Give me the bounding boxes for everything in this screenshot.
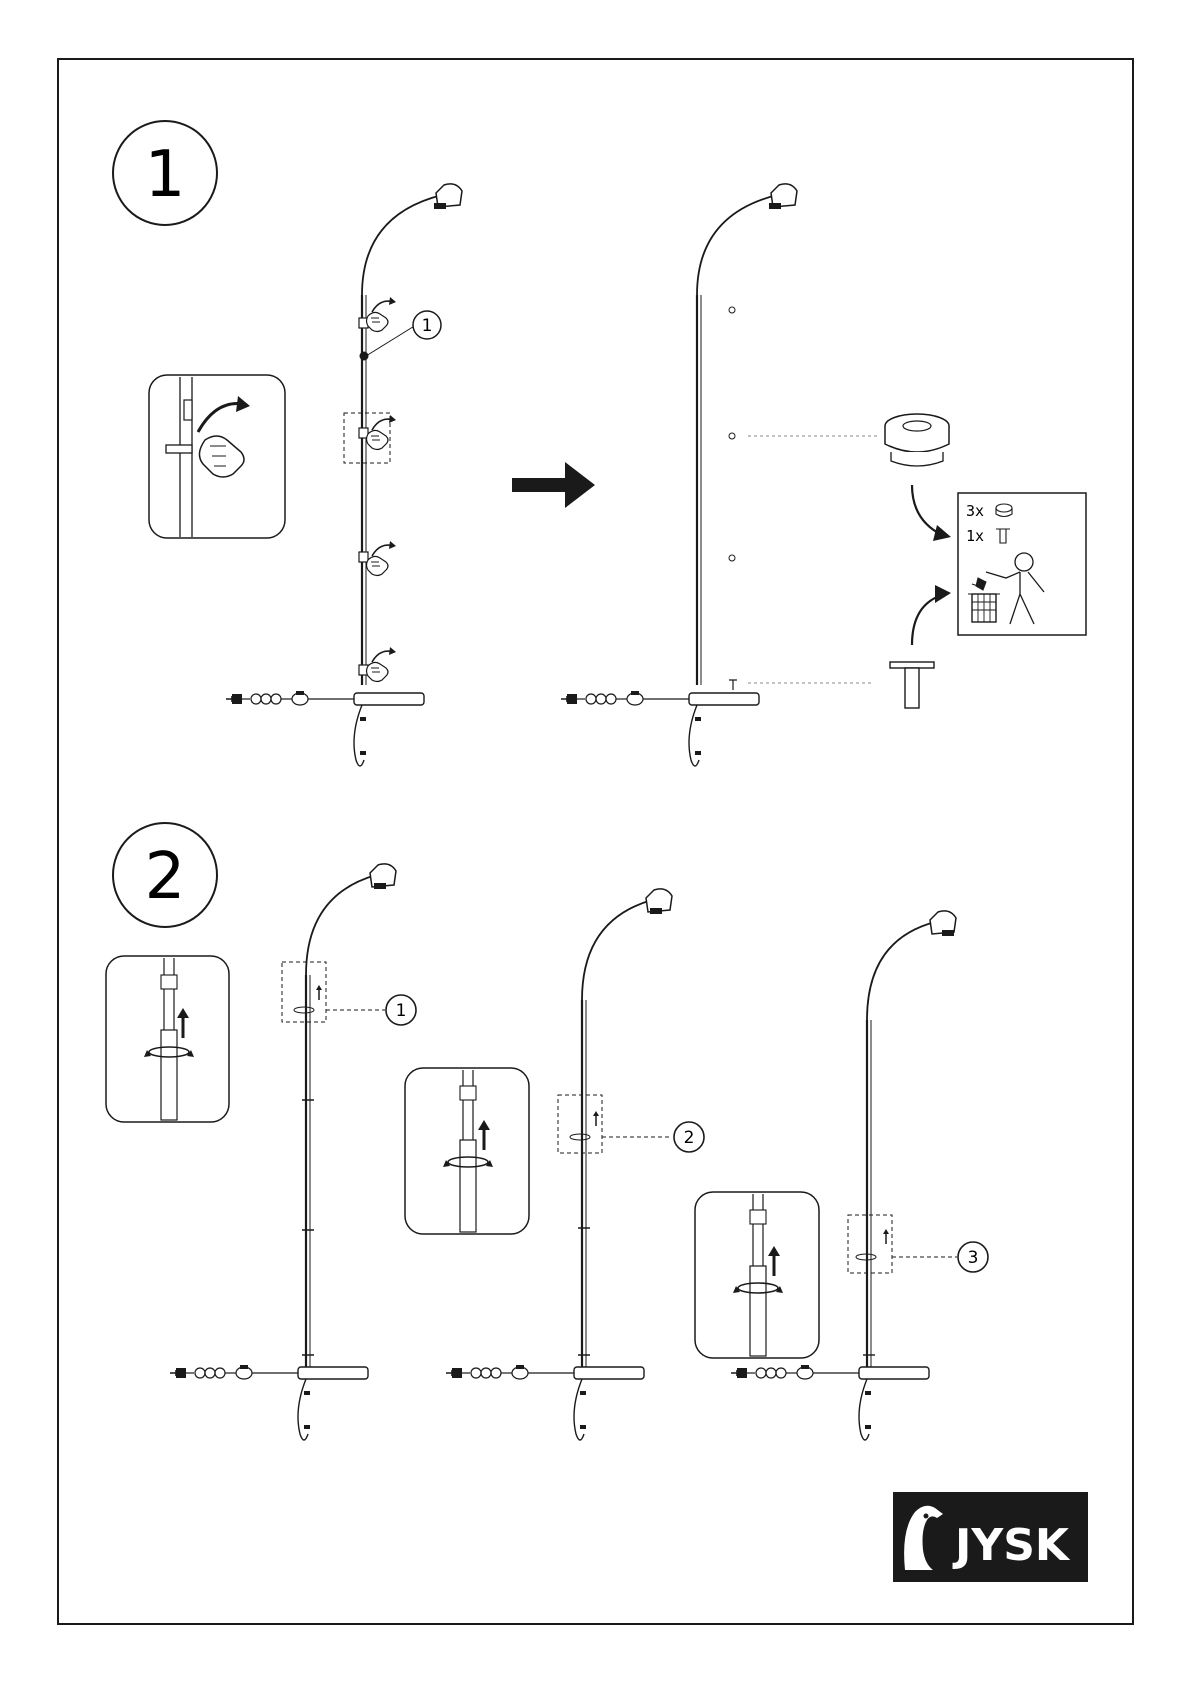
parts-row2-qty: 1x	[966, 527, 984, 545]
step2-callout-2: 2	[684, 1128, 695, 1148]
step2-detail-inset-1	[106, 956, 229, 1122]
ring-spacer-part	[885, 414, 949, 466]
step2-callout-3: 3	[968, 1248, 979, 1268]
step2-number: 2	[145, 840, 186, 914]
step2-callout-1: 1	[396, 1001, 407, 1021]
step2-lamp-1: 1	[170, 864, 416, 1440]
step1-number: 1	[145, 138, 186, 212]
step1-lamp-right	[561, 184, 878, 766]
step1: 1	[113, 121, 1086, 766]
step2-detail-inset-3	[695, 1192, 819, 1358]
step2: 2	[106, 823, 988, 1440]
jysk-logo: JYSK	[893, 1492, 1088, 1582]
step2-detail-inset-2	[405, 1068, 529, 1234]
step1-detail-inset	[149, 375, 285, 538]
step2-lamp-3: 3	[731, 911, 988, 1440]
ring-spacer-icon	[996, 504, 1012, 512]
next-arrow	[512, 462, 595, 508]
t-pin-part	[890, 662, 934, 708]
parts-row1-qty: 3x	[966, 502, 984, 520]
logo-text: JYSK	[952, 1520, 1071, 1571]
parts-disposal-box: 3x 1x	[958, 493, 1086, 635]
step1-callout: 1	[422, 316, 433, 336]
